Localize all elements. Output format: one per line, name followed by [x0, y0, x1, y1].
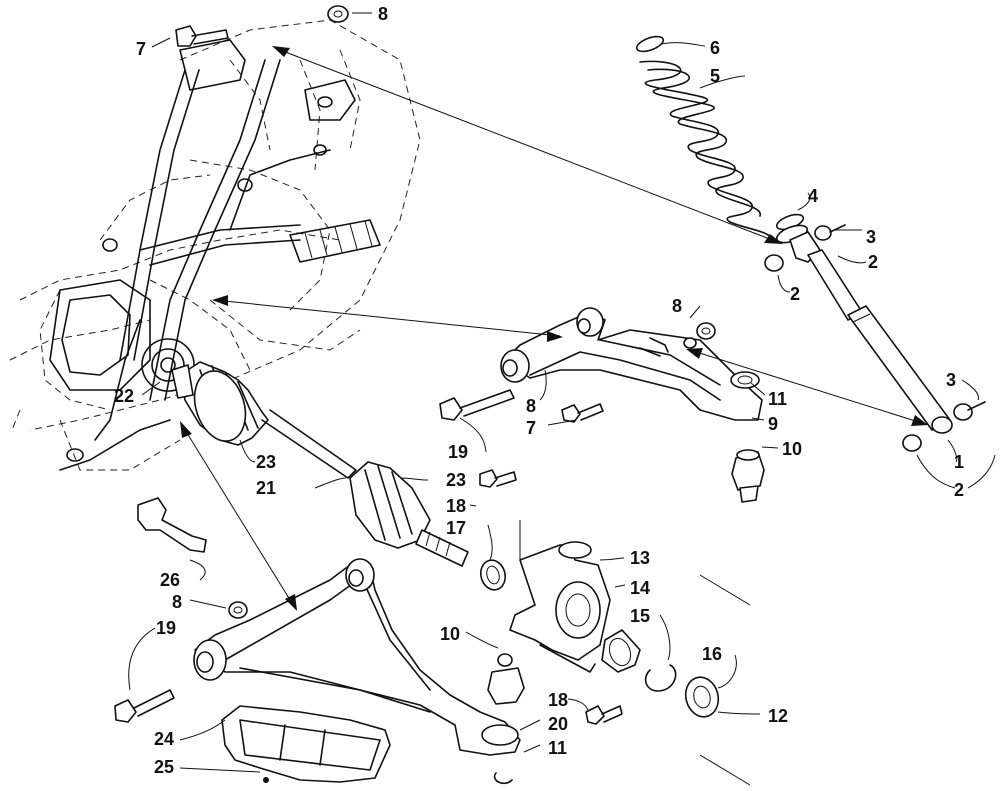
callout-leaders: [128, 12, 996, 786]
callout-4: 4: [808, 186, 818, 206]
callout-1: 1: [954, 452, 964, 472]
callout-23-left: 23: [256, 452, 276, 472]
callout-2-upper: 2: [868, 252, 878, 272]
callout-19-lower: 19: [156, 618, 176, 638]
callout-10-upper: 10: [782, 439, 802, 459]
nut-8-top: [327, 5, 349, 23]
pivot-pin-26: [137, 497, 207, 553]
callout-18-upper: 18: [446, 496, 466, 516]
shock-absorber: [764, 224, 986, 452]
callout-8-lower: 8: [172, 592, 182, 612]
bolt-7-upper: [439, 389, 515, 421]
ball-joint-lower: [487, 653, 525, 705]
coil-spring: [635, 35, 809, 244]
bolt-18-upper: [479, 469, 517, 488]
callout-7-upper: 7: [526, 418, 536, 438]
callout-22: 22: [114, 386, 134, 406]
snap-ring-15: [644, 664, 677, 692]
drive-axle: [171, 361, 469, 567]
callout-3-lower: 3: [946, 370, 956, 390]
snap-ring-11-lower: [493, 772, 513, 785]
bolt-7-small: [561, 403, 604, 423]
callout-15: 15: [630, 606, 650, 626]
callout-10-lower: 10: [440, 624, 460, 644]
nut-8-lower: [228, 601, 248, 619]
callout-8-top: 8: [378, 4, 388, 24]
bolt-18-lower: [585, 705, 623, 725]
callout-8-upper-arm: 8: [672, 296, 682, 316]
seal-17: [479, 559, 507, 591]
assembly-arrows: [180, 46, 928, 611]
callout-21: 21: [256, 478, 276, 498]
lower-a-arm: [193, 558, 521, 756]
callout-7-top: 7: [136, 39, 146, 59]
callout-11-upper: 11: [768, 389, 787, 409]
bolt-19-lower: [114, 689, 175, 723]
callout-labels: 8 7 6 5 4 3 2 2 8 11 9 8 7 10 3 1 2 22 1…: [114, 4, 964, 777]
callout-2-mid: 2: [790, 284, 800, 304]
ball-joint-upper: [731, 449, 765, 503]
seal-16: [684, 676, 720, 718]
nut-8-upper: [696, 322, 716, 340]
callout-17: 17: [446, 518, 466, 538]
frame-and-engine-outline: [9, 19, 421, 471]
callout-24: 24: [154, 729, 174, 749]
callout-13: 13: [630, 548, 650, 568]
callout-25: 25: [154, 757, 174, 777]
callout-19-upper: 19: [448, 442, 468, 462]
callout-6: 6: [710, 38, 720, 58]
callout-16: 16: [702, 644, 722, 664]
callout-8-upper-bolt: 8: [526, 396, 536, 416]
callout-14: 14: [630, 578, 650, 598]
screw-25: [263, 777, 269, 783]
callout-12: 12: [768, 706, 788, 726]
callout-18-lower: 18: [548, 690, 568, 710]
callout-11-lower: 11: [548, 738, 567, 758]
callout-5: 5: [710, 66, 720, 86]
callout-26: 26: [160, 570, 180, 590]
skid-guard-24: [221, 705, 391, 783]
upper-a-arm: [500, 307, 763, 421]
bearing-14: [601, 629, 641, 673]
bolt-7-top: [175, 25, 229, 47]
callout-3-upper: 3: [866, 227, 876, 247]
callout-9: 9: [768, 414, 778, 434]
callout-2-lower: 2: [954, 480, 964, 500]
steering-knuckle: [509, 541, 611, 673]
callout-23-right: 23: [446, 470, 466, 490]
callout-20: 20: [548, 714, 568, 734]
